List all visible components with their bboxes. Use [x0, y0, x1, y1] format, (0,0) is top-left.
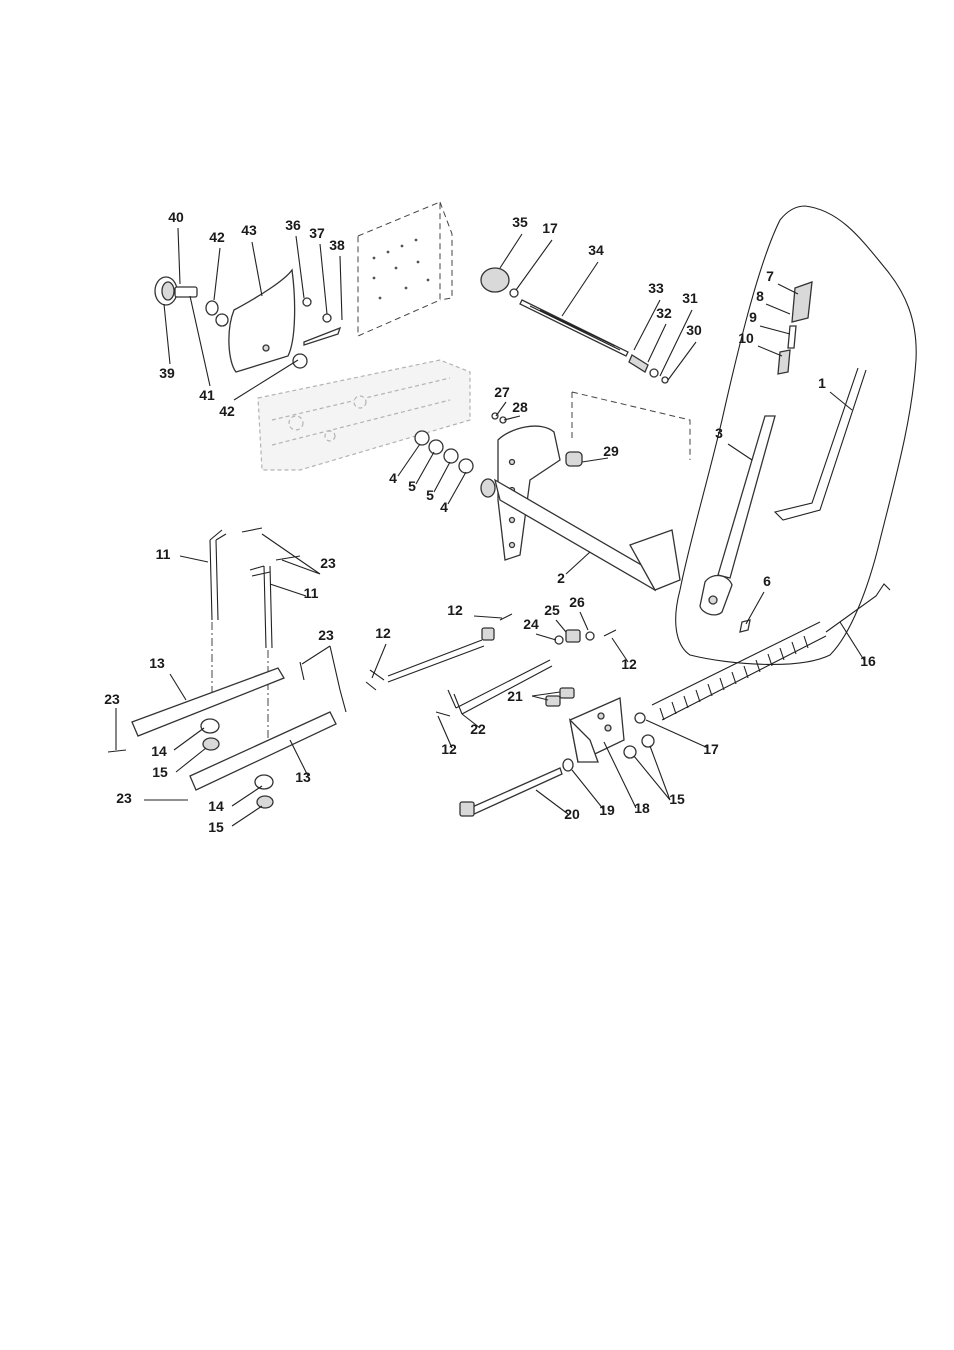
part-number-label: 25 — [544, 602, 560, 618]
part-number-label: 12 — [441, 741, 457, 757]
part-number-label: 20 — [564, 806, 580, 822]
part-number-label: 2 — [557, 570, 565, 586]
part-number-label: 37 — [309, 225, 325, 241]
mounting-plate-ghost — [358, 202, 452, 336]
part-number-label: 12 — [621, 656, 637, 672]
part-number-label: 28 — [512, 399, 528, 415]
part-number-label: 42 — [209, 229, 225, 245]
part-number-label: 7 — [766, 268, 774, 284]
part-number-label: 33 — [648, 280, 664, 296]
part-number-label: 23 — [116, 790, 132, 806]
part-number-label: 17 — [703, 741, 719, 757]
part-number-label: 5 — [408, 478, 416, 494]
part-number-label: 1 — [818, 375, 826, 391]
part-number-label: 35 — [512, 214, 528, 230]
part-number-label: 22 — [470, 721, 486, 737]
linkage-rods — [366, 614, 616, 716]
part-number-label: 39 — [159, 365, 175, 381]
lift-shaft-assembly — [415, 413, 680, 590]
part-number-label: 13 — [149, 655, 165, 671]
part-number-label: 18 — [634, 800, 650, 816]
part-number-label: 29 — [603, 443, 619, 459]
part-number-label: 8 — [756, 288, 764, 304]
part-number-label: 15 — [208, 819, 224, 835]
part-number-label: 4 — [389, 470, 397, 486]
part-number-label: 12 — [447, 602, 463, 618]
part-number-label: 36 — [285, 217, 301, 233]
part-number-label: 14 — [151, 743, 167, 759]
part-number-label: 14 — [208, 798, 224, 814]
part-number-label: 23 — [104, 691, 120, 707]
part-number-label: 27 — [494, 384, 510, 400]
part-number-label: 19 — [599, 802, 615, 818]
part-number-label: 15 — [669, 791, 685, 807]
part-number-label: 12 — [375, 625, 391, 641]
knob-assembly — [155, 270, 340, 372]
part-number-label: 26 — [569, 594, 585, 610]
part-number-label: 42 — [219, 403, 235, 419]
part-number-label: 21 — [507, 688, 523, 704]
part-number-label: 24 — [523, 616, 539, 632]
part-number-label: 5 — [426, 487, 434, 503]
lift-lever-assembly — [700, 282, 866, 632]
part-number-label: 31 — [682, 290, 698, 306]
part-number-label: 16 — [860, 653, 876, 669]
part-number-label: 10 — [738, 330, 754, 346]
part-number-label: 32 — [656, 305, 672, 321]
part-number-label: 17 — [542, 220, 558, 236]
part-number-label: 30 — [686, 322, 702, 338]
part-number-label: 41 — [199, 387, 215, 403]
part-number-label: 6 — [763, 573, 771, 589]
part-number-label: 4 — [440, 499, 448, 515]
part-number-label: 43 — [241, 222, 257, 238]
part-number-label: 3 — [715, 425, 723, 441]
part-number-label: 9 — [749, 309, 757, 325]
part-number-label: 40 — [168, 209, 184, 225]
part-number-label: 11 — [304, 585, 319, 601]
part-number-label: 38 — [329, 237, 345, 253]
part-number-label: 13 — [295, 769, 311, 785]
part-number-label: 34 — [588, 242, 604, 258]
part-number-label: 23 — [318, 627, 334, 643]
part-number-label: 11 — [156, 546, 171, 562]
part-number-label: 15 — [152, 764, 168, 780]
part-number-label: 23 — [320, 555, 336, 571]
